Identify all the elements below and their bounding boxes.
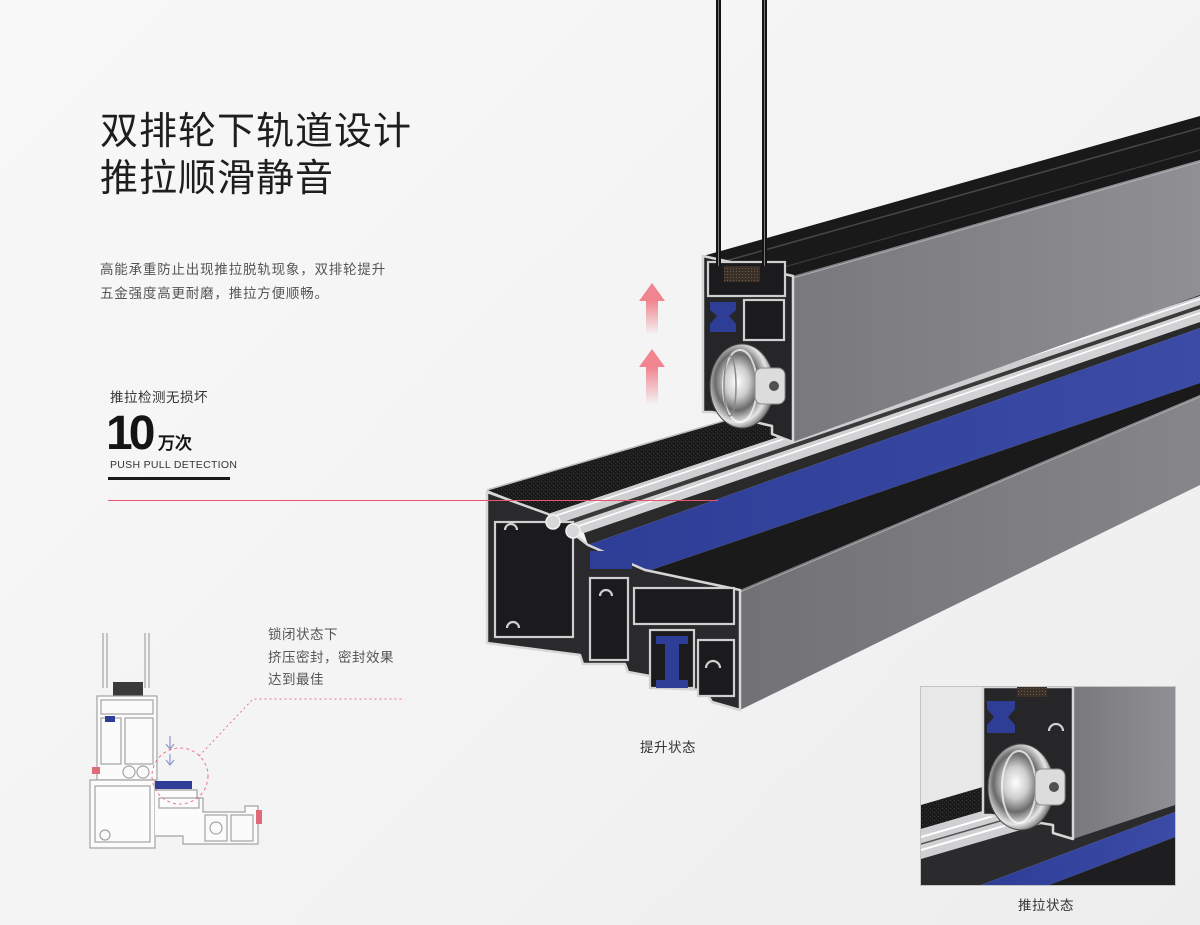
drawing-seal-left bbox=[92, 767, 100, 774]
headline-line-1: 双排轮下轨道设计 bbox=[100, 109, 413, 153]
press-arrow-icon bbox=[165, 736, 175, 766]
drawing-sash-gasket bbox=[105, 716, 115, 722]
glass-edge-right-inner bbox=[764, 0, 765, 266]
callout-leader-line bbox=[198, 698, 402, 757]
track-chamber-right-b bbox=[696, 638, 736, 698]
sash-cross-section bbox=[701, 254, 795, 444]
lifted-state-caption: 提升状态 bbox=[640, 740, 696, 756]
track-chamber-left bbox=[493, 520, 575, 639]
track-cross-section bbox=[485, 490, 742, 712]
inset-track-dark bbox=[1049, 837, 1175, 885]
track-top-dark-edge bbox=[645, 383, 1200, 590]
track-blue-strip bbox=[588, 328, 1200, 572]
drawing-glass bbox=[102, 633, 150, 688]
stat-underline bbox=[108, 477, 230, 480]
track-rail-tube-1 bbox=[545, 514, 561, 530]
stat-unit: 万次 bbox=[158, 434, 192, 454]
description: 高能承重防止出现推拉脱轨现象，双排轮提升 五金强度高更耐磨，推拉方便顺畅。 bbox=[100, 258, 386, 306]
seal-highlight-circle bbox=[151, 747, 209, 805]
sash-top-inner-line-2 bbox=[769, 149, 1200, 272]
drawing-frame bbox=[89, 779, 259, 849]
sash-top-surface bbox=[703, 116, 1200, 276]
sash-side-face-highlight bbox=[792, 161, 1200, 279]
inset-blue-strip bbox=[981, 812, 1175, 885]
arrow-up-icon bbox=[639, 349, 665, 403]
drawing-frame-gasket bbox=[155, 781, 192, 789]
section-drawing bbox=[89, 633, 262, 849]
lift-arrows bbox=[639, 283, 665, 403]
drawing-seal-right bbox=[256, 810, 262, 824]
inset-sash-cross-section bbox=[981, 687, 1075, 841]
glass-pane bbox=[716, 0, 767, 266]
drawing-sash bbox=[96, 695, 158, 781]
track-chamber-right-top bbox=[632, 586, 736, 626]
inset-render bbox=[921, 687, 1175, 885]
sash-top-inner-line bbox=[721, 127, 1200, 263]
stat-label: 推拉检测无损坏 bbox=[110, 390, 208, 406]
glass-edge-left-inner bbox=[718, 0, 719, 266]
track-rail-shadow bbox=[584, 322, 1200, 545]
track-side-face-highlight bbox=[739, 396, 1200, 593]
headline: 双排轮下轨道设计 推拉顺滑静音 bbox=[100, 108, 412, 202]
track-hook-right bbox=[704, 659, 722, 669]
callout-line-2: 挤压密封，密封效果 bbox=[268, 649, 394, 666]
accent-line bbox=[108, 500, 718, 501]
sash-side-face bbox=[793, 160, 1200, 442]
stat-value: 10 bbox=[106, 407, 155, 460]
upper-sash bbox=[701, 116, 1200, 444]
track-top-gasket bbox=[590, 551, 632, 569]
inset-sash-hook bbox=[1047, 722, 1065, 732]
description-line-2: 五金强度高更耐磨，推拉方便顺畅。 bbox=[100, 286, 329, 302]
callout-line-3: 达到最佳 bbox=[268, 672, 324, 688]
inset-sash-side-face bbox=[1073, 687, 1175, 839]
track-rail-tube-2 bbox=[565, 523, 581, 539]
inset-glazing-foam bbox=[1017, 687, 1047, 697]
callout-line-1: 锁闭状态下 bbox=[268, 627, 338, 643]
sliding-state-inset bbox=[920, 686, 1176, 886]
sash-chamber bbox=[742, 298, 786, 342]
arrow-up-icon bbox=[639, 283, 665, 333]
inset-roller-wheel bbox=[987, 743, 1066, 831]
track-rail-2-highlight bbox=[572, 312, 1200, 529]
drawing-spacer bbox=[113, 682, 143, 698]
sash-glazing-foam bbox=[724, 266, 760, 282]
headline-line-2: 推拉顺滑静音 bbox=[100, 156, 335, 200]
description-line-1: 高能承重防止出现推拉脱轨现象，双排轮提升 bbox=[100, 262, 386, 278]
track-hook-bottom bbox=[505, 620, 521, 629]
track-rail-gap bbox=[563, 305, 1200, 525]
track-hook-mid bbox=[598, 588, 614, 597]
sash-gasket bbox=[710, 302, 736, 332]
inset-sash-gasket bbox=[987, 701, 1015, 733]
sliding-state-caption: 推拉状态 bbox=[1018, 898, 1074, 914]
sash-roller-wheel bbox=[709, 343, 786, 429]
seal-callout: 锁闭状态下 挤压密封，密封效果 达到最佳 bbox=[268, 624, 394, 692]
track-lower-gasket bbox=[656, 636, 688, 688]
track-hook-top bbox=[503, 522, 519, 531]
stat-caption: PUSH PULL DETECTION bbox=[110, 459, 238, 471]
track-side-face bbox=[740, 395, 1200, 710]
